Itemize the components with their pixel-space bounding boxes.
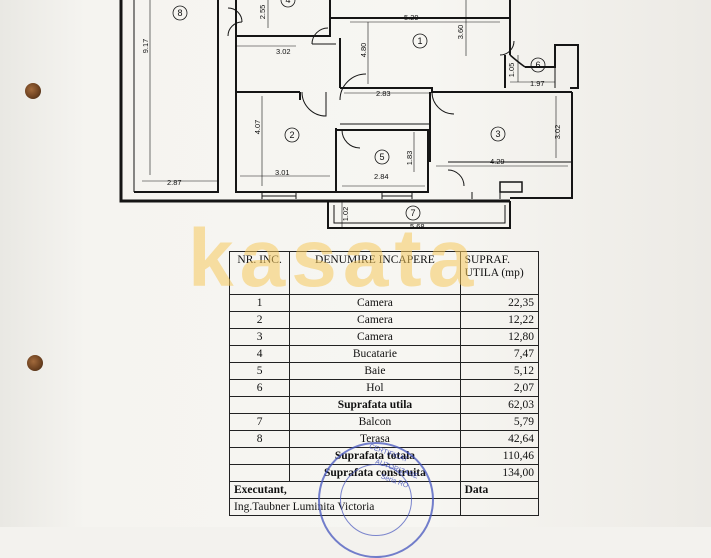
row-area: 2,07	[459, 379, 540, 397]
dim-480: 4.80	[359, 43, 368, 58]
table-row: 8 Terasa 42,64	[228, 430, 540, 448]
room-number-5: 5	[379, 152, 384, 162]
table-row: 5 Baie 5,12	[228, 362, 540, 380]
table-header-row: NR. INC. DENUMIRE INCAPERE SUPRAF. UTILA…	[228, 251, 540, 295]
row-area: 5,79	[459, 413, 540, 431]
header-nr: NR. INC.	[228, 251, 291, 295]
row-name: Hol	[289, 379, 461, 397]
dim-283: 2.83	[376, 89, 391, 98]
date-value	[459, 498, 540, 516]
built-value: 134,00	[459, 464, 540, 482]
dim-105: 1.05	[507, 63, 516, 78]
row-area: 12,80	[459, 328, 540, 346]
row-area: 22,35	[459, 294, 540, 312]
row-name: Bucatarie	[289, 345, 461, 363]
date-label: Data	[459, 481, 540, 499]
row-name: Camera	[289, 294, 461, 312]
row-area: 7,47	[459, 345, 540, 363]
header-name: DENUMIRE INCAPERE	[289, 251, 461, 295]
dim-302-right: 3.02	[553, 125, 562, 140]
dim-284: 2.84	[374, 172, 389, 181]
subtotal-label: Suprafata utila	[289, 396, 461, 414]
room-number-7: 7	[410, 208, 415, 218]
table-row: 7 Balcon 5,79	[228, 413, 540, 431]
dim-429: 4.29	[490, 157, 505, 166]
table-row: 1 Camera 22,35	[228, 294, 540, 312]
dim-568: 5.68	[410, 222, 425, 231]
certification-stamp: CERTIFICAT AUTORIZARE Seria RO	[318, 442, 434, 558]
header-area: SUPRAF. UTILA (mp)	[459, 251, 540, 295]
dim-183: 1.83	[405, 151, 414, 166]
area-table: NR. INC. DENUMIRE INCAPERE SUPRAF. UTILA…	[228, 251, 540, 516]
table-row: 6 Hol 2,07	[228, 379, 540, 397]
row-nr: 5	[228, 362, 291, 380]
room-number-4: 4	[285, 0, 290, 5]
subtotal-empty	[228, 396, 291, 414]
row-name: Camera	[289, 328, 461, 346]
row-name: Baie	[289, 362, 461, 380]
room-number-8: 8	[177, 8, 182, 18]
row-nr: 3	[228, 328, 291, 346]
dim-287: 2.87	[167, 178, 182, 187]
dim-197: 1.97	[530, 79, 545, 88]
built-empty	[228, 464, 291, 482]
row-name: Balcon	[289, 413, 461, 431]
row-nr: 4	[228, 345, 291, 363]
row-area: 5,12	[459, 362, 540, 380]
dim-360: 3.60	[456, 25, 465, 40]
row-nr: 7	[228, 413, 291, 431]
binder-hole-top	[25, 83, 41, 99]
subtotal-row: Suprafata utila 62,03	[228, 396, 540, 414]
dim-529: 5.29	[404, 13, 419, 22]
row-nr: 2	[228, 311, 291, 329]
table-row: 4 Bucatarie 7,47	[228, 345, 540, 363]
room-number-6: 6	[535, 60, 540, 70]
row-nr: 6	[228, 379, 291, 397]
total-empty	[228, 447, 291, 465]
dim-302-top: 3.02	[276, 47, 291, 56]
floor-plan: 2.55 3.02 5.29 3.60 9.17 4.80 1.05 1.97 …	[0, 0, 711, 240]
floor-plan-drawing: 2.55 3.02 5.29 3.60 9.17 4.80 1.05 1.97 …	[119, 0, 579, 231]
room-number-2: 2	[289, 130, 294, 140]
row-nr: 8	[228, 430, 291, 448]
table-row: 2 Camera 12,22	[228, 311, 540, 329]
dim-255: 2.55	[258, 5, 267, 20]
dim-301: 3.01	[275, 168, 290, 177]
room-number-3: 3	[495, 129, 500, 139]
row-name: Camera	[289, 311, 461, 329]
row-area: 42,64	[459, 430, 540, 448]
binder-hole-bottom	[27, 355, 43, 371]
dim-917: 9.17	[141, 39, 150, 54]
total-value: 110,46	[459, 447, 540, 465]
subtotal-value: 62,03	[459, 396, 540, 414]
row-nr: 1	[228, 294, 291, 312]
room-number-1: 1	[417, 36, 422, 46]
dim-102: 1.02	[341, 207, 350, 222]
row-area: 12,22	[459, 311, 540, 329]
dim-407: 4.07	[253, 120, 262, 135]
table-row: 3 Camera 12,80	[228, 328, 540, 346]
